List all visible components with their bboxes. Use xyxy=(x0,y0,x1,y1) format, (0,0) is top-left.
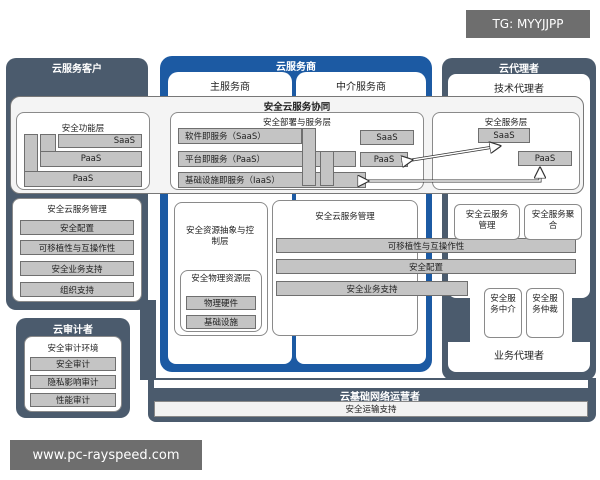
customer-mgmt-item-1: 可移植性与互操作性 xyxy=(20,240,134,255)
broker-aggregate-box xyxy=(524,204,582,240)
broker-saas-box: SaaS xyxy=(478,128,530,143)
carrier-frame-left xyxy=(140,300,156,380)
customer-mgmt-item-2: 安全业务支持 xyxy=(20,261,134,276)
provider-title: 云服务商 xyxy=(276,62,316,73)
broker-intermediary-box xyxy=(484,288,522,338)
auditor-item-2: 性能审计 xyxy=(30,393,116,407)
customer-l-stem-2 xyxy=(24,134,38,171)
customer-saas-bar: SaaS xyxy=(58,134,142,148)
auditor-title: 云审计者 xyxy=(53,325,93,336)
broker-business-panel xyxy=(448,342,590,372)
broker-tech-label: 技术代理者 xyxy=(494,84,544,95)
broker-paas-box: PaaS xyxy=(518,151,572,166)
coordination-title: 安全云服务协同 xyxy=(263,102,331,113)
customer-mgmt-item-0: 安全配置 xyxy=(20,220,134,235)
iaas-arrow xyxy=(368,168,542,183)
auditor-item-1: 隐私影响审计 xyxy=(30,375,116,389)
carrier-title: 云基础网络运营者 xyxy=(340,392,420,403)
provider-abstraction-label: 安全资源抽象与控制层 xyxy=(185,226,254,247)
provider-facility: 基础设施 xyxy=(186,315,256,329)
customer-mgmt-item-3: 组织支持 xyxy=(20,282,134,297)
broker-service-label: 安全服务层 xyxy=(484,118,528,128)
broker-arbitrage-label: 安全服务仲裁 xyxy=(532,294,558,315)
watermark-top: TG: MYYJJPP xyxy=(466,10,590,38)
provider-mgmt-title: 安全云服务管理 xyxy=(315,212,375,222)
broker-mgmt-label: 安全云服务管理 xyxy=(465,210,509,231)
customer-paas-bar-1: PaaS xyxy=(40,151,142,167)
provider-hardware: 物理硬件 xyxy=(186,296,256,310)
carrier-support-bar: 安全运输支持 xyxy=(154,401,588,417)
watermark-bottom: www.pc-rayspeed.com xyxy=(10,440,202,470)
provider-mgmt-item-0: 可移植性与互操作性 xyxy=(276,238,576,253)
broker-arbitrage-box xyxy=(526,288,564,338)
provider-intermediary-label: 中介服务商 xyxy=(336,82,386,93)
provider-mgmt-item-1: 安全配置 xyxy=(276,259,576,274)
auditor-item-0: 安全审计 xyxy=(30,357,116,371)
provider-physical-label: 安全物理资源层 xyxy=(191,274,251,284)
broker-title: 云代理者 xyxy=(499,64,539,75)
carrier-inner-white xyxy=(154,380,588,388)
customer-paas-bar-2: PaaS xyxy=(24,171,142,187)
provider-saas-box: SaaS xyxy=(360,130,414,145)
customer-title: 云服务客户 xyxy=(52,64,102,75)
auditor-env-title: 安全审计环境 xyxy=(47,344,99,354)
provider-mgmt-item-2: 安全业务支持 xyxy=(276,281,468,296)
broker-intermediary-label: 安全服务中介 xyxy=(490,294,516,315)
broker-aggregate-label: 安全服务聚合 xyxy=(531,210,575,231)
provider-deploy-label: 安全部署与服务层 xyxy=(262,118,331,128)
customer-function-label: 安全功能层 xyxy=(61,124,105,134)
broker-mgmt-box xyxy=(454,204,520,240)
provider-main-label: 主服务商 xyxy=(210,82,250,93)
customer-mgmt-title: 安全云服务管理 xyxy=(47,205,107,215)
provider-software-service: 软件即服务（SaaS） xyxy=(178,128,302,144)
provider-l-stem-1 xyxy=(302,128,316,186)
customer-l-stem-1 xyxy=(40,134,56,151)
broker-business-label: 业务代理者 xyxy=(494,351,544,362)
provider-l-stem-2 xyxy=(320,151,334,186)
